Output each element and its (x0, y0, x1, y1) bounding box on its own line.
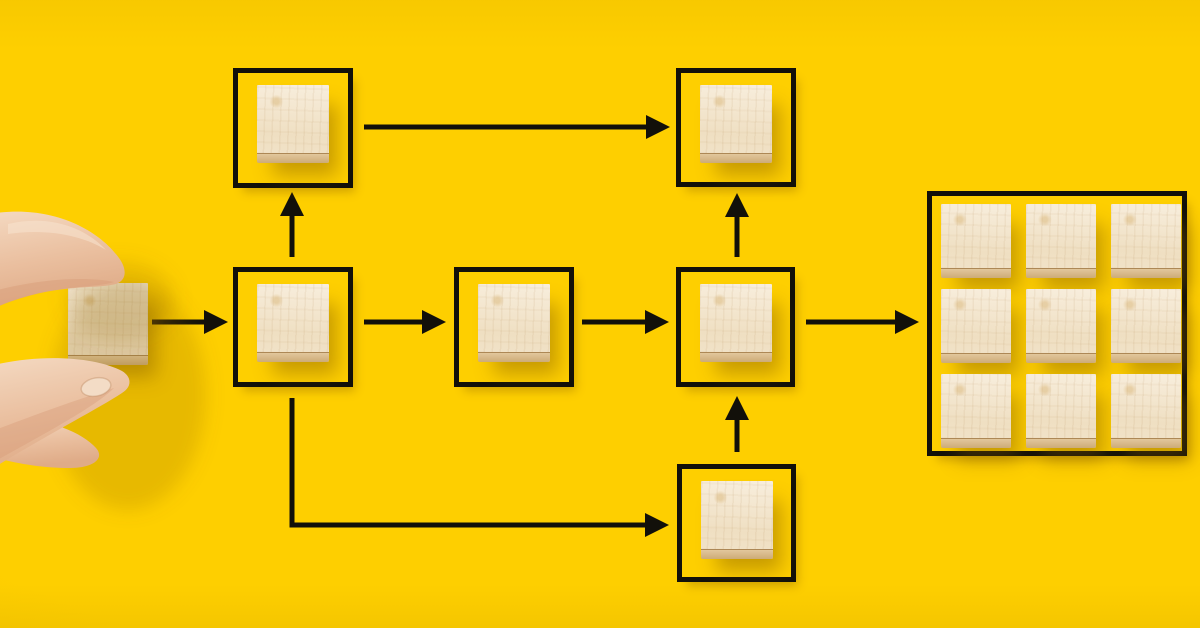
box-grid (927, 191, 1187, 456)
box-top-left (233, 68, 353, 188)
box-grid-wooden-block-r3c2 (1026, 374, 1096, 448)
box-grid-wooden-block-r3c1 (941, 374, 1011, 448)
wood-grain-face (941, 374, 1011, 439)
wood-grain-face (478, 284, 550, 353)
wood-block-edge (1026, 353, 1096, 363)
wood-grain-face (1111, 204, 1181, 269)
box-grid-wooden-block-r3c3 (1111, 374, 1181, 448)
wood-grain-face (701, 481, 773, 550)
box-mid-left-wooden-block (257, 284, 329, 362)
box-center (454, 267, 574, 387)
box-top-left-wooden-block (257, 85, 329, 163)
box-grid-wooden-block-r1c2 (1026, 204, 1096, 278)
wood-block-edge (941, 353, 1011, 363)
box-grid-wooden-block-r1c1 (941, 204, 1011, 278)
wood-block-edge (700, 153, 772, 163)
wood-block-edge (68, 355, 148, 365)
wood-grain-face (700, 85, 772, 154)
wood-grain-face (1026, 374, 1096, 439)
box-mid-left (233, 267, 353, 387)
wood-grain-face (1111, 374, 1181, 439)
wood-block-edge (257, 352, 329, 362)
wood-block-edge (257, 153, 329, 163)
wood-block-edge (941, 438, 1011, 448)
box-bottom-wooden-block (701, 481, 773, 559)
wood-grain-face (1026, 289, 1096, 354)
box-mid-right-wooden-block (700, 284, 772, 362)
box-center-wooden-block (478, 284, 550, 362)
wood-grain-face (257, 284, 329, 353)
box-grid-wooden-block-r2c3 (1111, 289, 1181, 363)
box-top-right (676, 68, 796, 187)
wood-grain-face (68, 283, 148, 356)
wood-grain-face (941, 289, 1011, 354)
wood-block-edge (1026, 268, 1096, 278)
wood-block-edge (700, 352, 772, 362)
wood-block-edge (478, 352, 550, 362)
box-mid-right (676, 267, 795, 387)
box-grid-wooden-block-r2c2 (1026, 289, 1096, 363)
wood-block-edge (1111, 438, 1181, 448)
wood-grain-face (700, 284, 772, 353)
wood-grain-face (1026, 204, 1096, 269)
wood-block-edge (1111, 353, 1181, 363)
wood-grain-face (1111, 289, 1181, 354)
box-grid-wooden-block-r1c3 (1111, 204, 1181, 278)
box-grid-wooden-block-r2c1 (941, 289, 1011, 363)
wood-grain-face (257, 85, 329, 154)
wood-block-edge (701, 549, 773, 559)
box-bottom (677, 464, 796, 582)
held-block-wooden-block (68, 283, 148, 365)
wood-block-edge (941, 268, 1011, 278)
wood-block-edge (1111, 268, 1181, 278)
wood-block-edge (1026, 438, 1096, 448)
wood-grain-face (941, 204, 1011, 269)
box-top-right-wooden-block (700, 85, 772, 163)
